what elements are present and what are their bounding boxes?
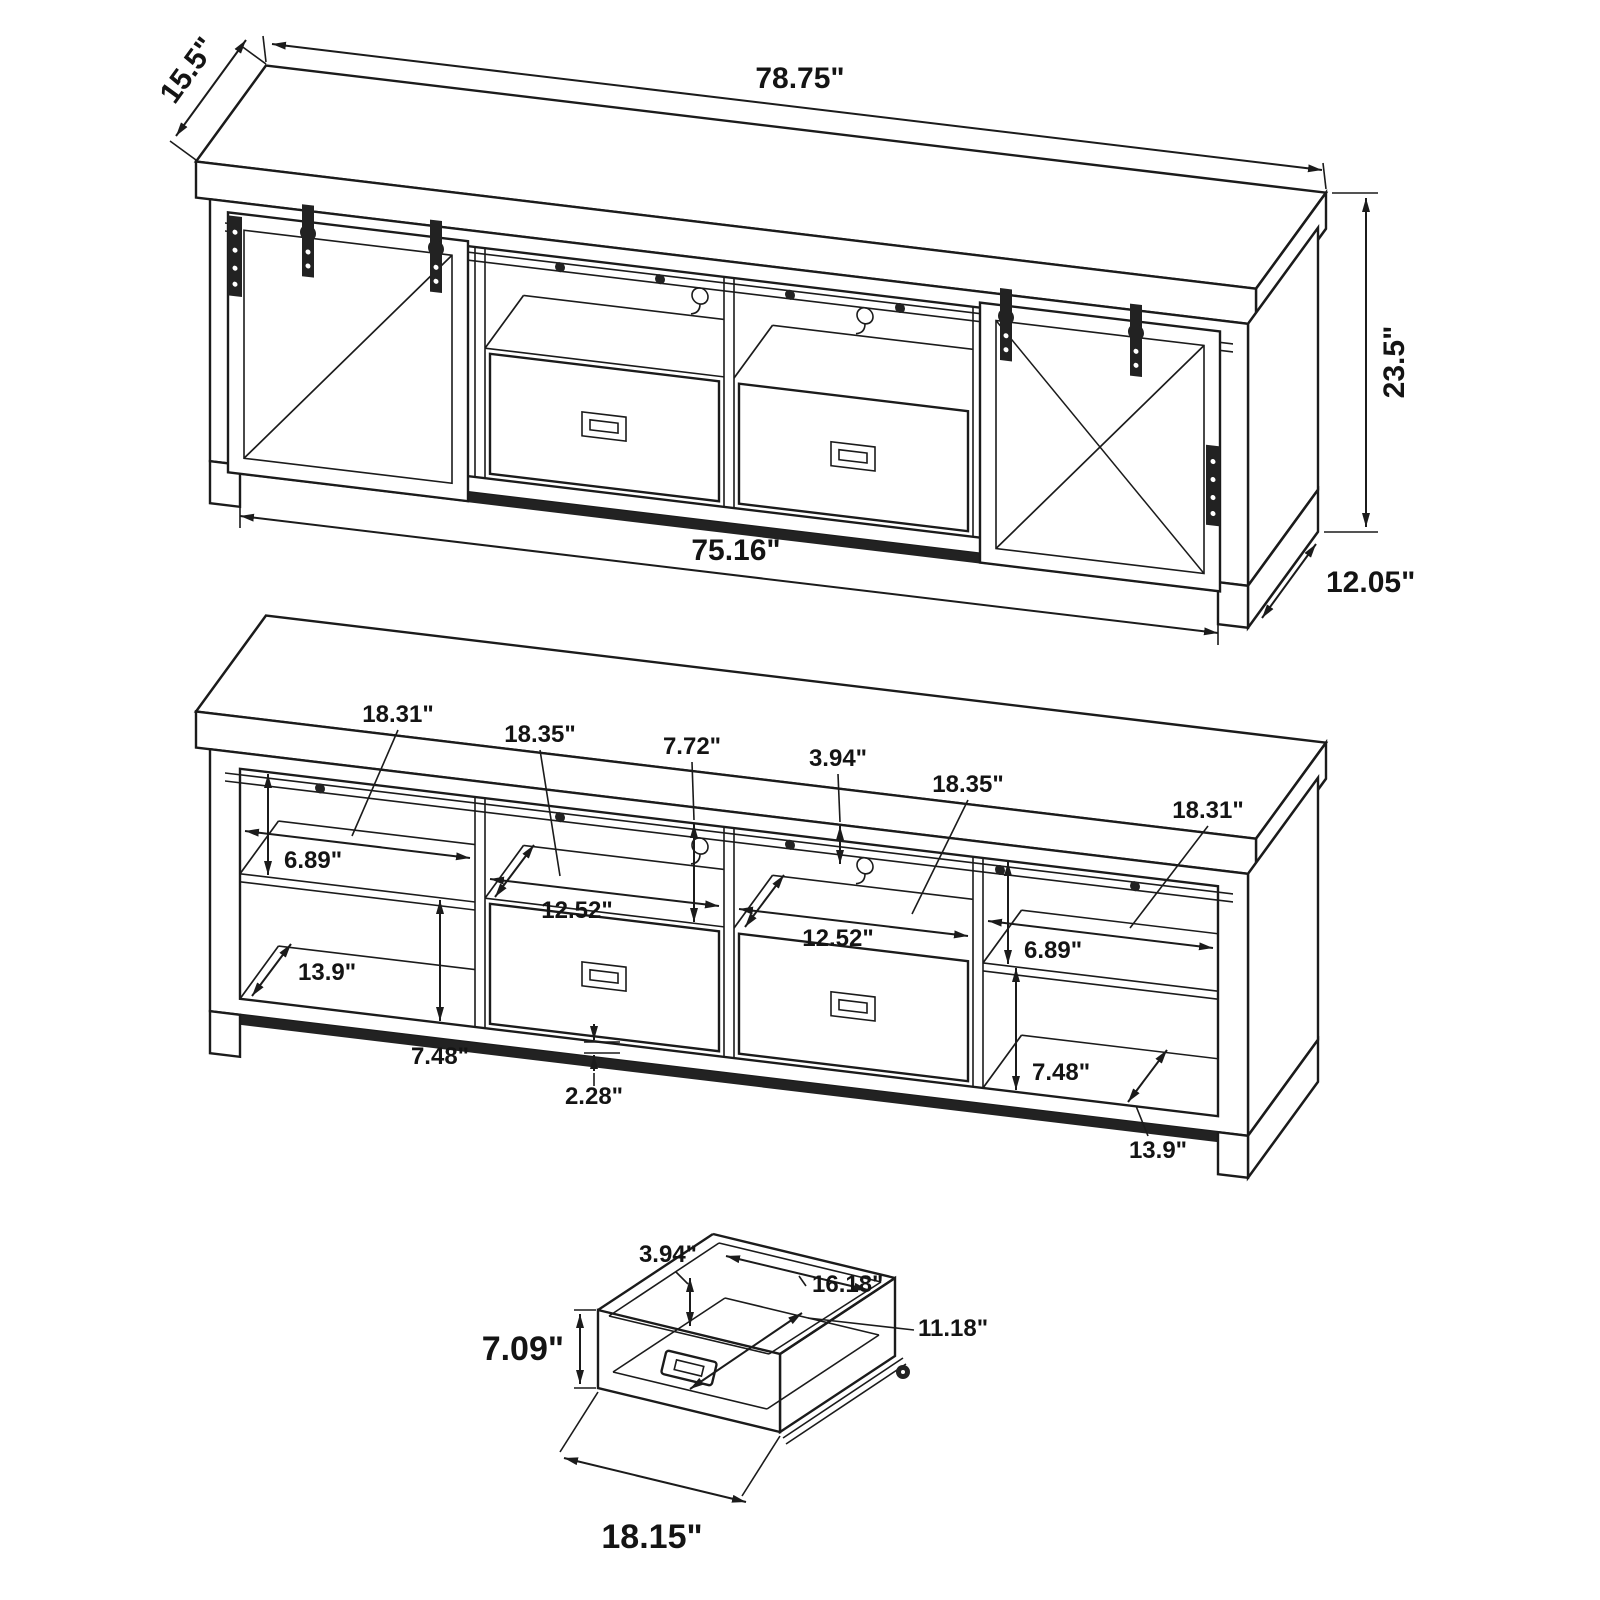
dim-center-right-depth: 12.52"	[744, 874, 874, 952]
dim-overall-width-label: 78.75"	[755, 62, 844, 95]
dim-overall-width: 78.75"	[262, 35, 1327, 190]
dim-base-depth-label: 12.05"	[1326, 566, 1415, 599]
dim-inner-width-label: 75.16"	[691, 534, 780, 567]
dim-left-upper-height-label: 6.89"	[284, 847, 342, 874]
dim-drawer-inner-height: 3.94"	[639, 1241, 697, 1326]
dim-shelf-height: 7.72"	[663, 733, 721, 922]
dim-right-upper-height: 6.89"	[1004, 862, 1082, 964]
dim-right-lower-depth-label: 13.9"	[1129, 1137, 1187, 1164]
dim-right-lower-depth: 13.9"	[1127, 1049, 1187, 1164]
dim-base-height-label: 2.28"	[565, 1083, 623, 1110]
dim-drawer-inner-depth: 11.18"	[689, 1312, 988, 1390]
drawer-front	[737, 382, 970, 533]
dim-left-upper-height: 6.89"	[264, 774, 342, 875]
dim-center-left-width-label: 18.35"	[504, 721, 575, 748]
dim-drawer-inner-height-label: 3.94"	[639, 1241, 697, 1268]
drawer-glide-icon	[782, 1357, 910, 1445]
dim-drawer-width-label: 18.15"	[601, 1518, 702, 1556]
dim-left-lower-height: 7.48"	[411, 900, 469, 1070]
dim-drawer-height-label: 7.09"	[482, 1330, 564, 1368]
dim-drawer-inner-depth-label: 11.18"	[918, 1315, 988, 1342]
dim-center-left-depth-label: 12.52"	[541, 897, 612, 924]
dim-left-lower-depth: 13.9"	[251, 943, 356, 997]
dim-center-right-depth-label: 12.52"	[802, 925, 873, 952]
dim-left-width-label: 18.31"	[362, 701, 433, 728]
dim-overall-height: 23.5"	[1324, 192, 1411, 533]
drawer-front	[488, 902, 721, 1053]
dim-left-lower-depth-label: 13.9"	[298, 959, 356, 986]
dim-right-width-label: 18.31"	[1172, 797, 1243, 824]
right-barn-door	[978, 301, 1222, 593]
dim-right-lower-height: 7.48"	[1012, 968, 1090, 1090]
dim-overall-depth-label: 15.5"	[154, 31, 223, 109]
drawer-front	[737, 932, 970, 1083]
drawer-front	[488, 352, 721, 503]
dim-drawer-width: 18.15"	[559, 1391, 781, 1556]
left-barn-door	[226, 211, 470, 503]
dim-top-gap: 3.94"	[809, 745, 867, 864]
dim-drawer-height: 7.09"	[482, 1309, 596, 1389]
dim-base-depth: 12.05"	[1261, 543, 1415, 619]
door-hanger-icon	[300, 204, 1144, 378]
dim-center-left-depth: 12.52"	[494, 844, 613, 924]
door-guide-bracket-icon	[228, 215, 1220, 527]
dim-center-right-width-label: 18.35"	[932, 771, 1003, 798]
barn-door-rail	[225, 772, 1233, 903]
dim-shelf-height-label: 7.72"	[663, 733, 721, 760]
dim-left-width: 18.31"	[244, 701, 471, 861]
dim-drawer-inner-width: 16.18"	[725, 1255, 883, 1298]
dim-right-upper-height-label: 6.89"	[1024, 937, 1082, 964]
dim-drawer-inner-width-label: 16.18"	[812, 1271, 883, 1298]
dim-left-lower-height-label: 7.48"	[411, 1043, 469, 1070]
interior-view-drawing	[193, 614, 1329, 1182]
dim-base-height: 2.28"	[565, 1024, 623, 1110]
dim-inner-width: 75.16"	[239, 500, 1219, 645]
dim-right-width: 18.31"	[987, 797, 1244, 951]
dim-overall-height-label: 23.5"	[1378, 326, 1411, 399]
dim-center-right-width: 18.35"	[738, 771, 1004, 939]
dim-top-gap-label: 3.94"	[809, 745, 867, 772]
dim-right-lower-height-label: 7.48"	[1032, 1059, 1090, 1086]
